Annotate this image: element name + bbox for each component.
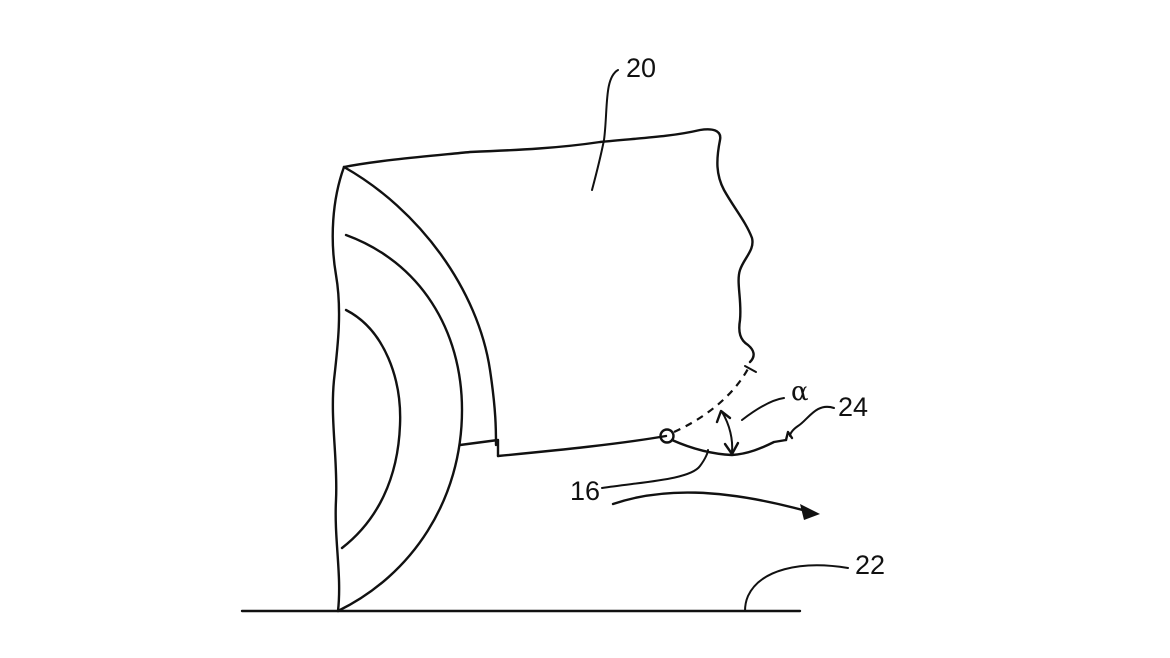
label-20: 20 (626, 53, 656, 83)
label-16: 16 (570, 476, 600, 506)
label-24: 24 (838, 392, 868, 422)
dashed-end-tick (744, 365, 757, 373)
airflow-arrow-head (800, 504, 820, 520)
leader-16 (601, 449, 709, 489)
wheel-inner-arc (340, 308, 402, 550)
label-alpha: α (791, 377, 809, 407)
retracted-position-dashed (673, 364, 751, 434)
body-underside (458, 438, 500, 458)
deployed-deflector (670, 438, 788, 457)
angle-arrow-head-bottom (723, 441, 740, 456)
label-22: 22 (855, 550, 885, 580)
leader-20 (591, 69, 619, 191)
leader-22 (744, 564, 849, 612)
leader-24 (789, 405, 835, 437)
angle-arc-arrow (721, 411, 734, 453)
tire-outer-arc (336, 233, 464, 613)
airflow-arrow (611, 491, 812, 514)
pivot-circle (659, 428, 675, 444)
rear-wavy-edge (331, 165, 346, 613)
vehicle-body-outline (342, 128, 755, 364)
fender-arc (342, 165, 498, 447)
angle-arrow-head-top (715, 409, 732, 424)
body-bottom-edge (496, 434, 668, 458)
leader-alpha (741, 397, 785, 421)
